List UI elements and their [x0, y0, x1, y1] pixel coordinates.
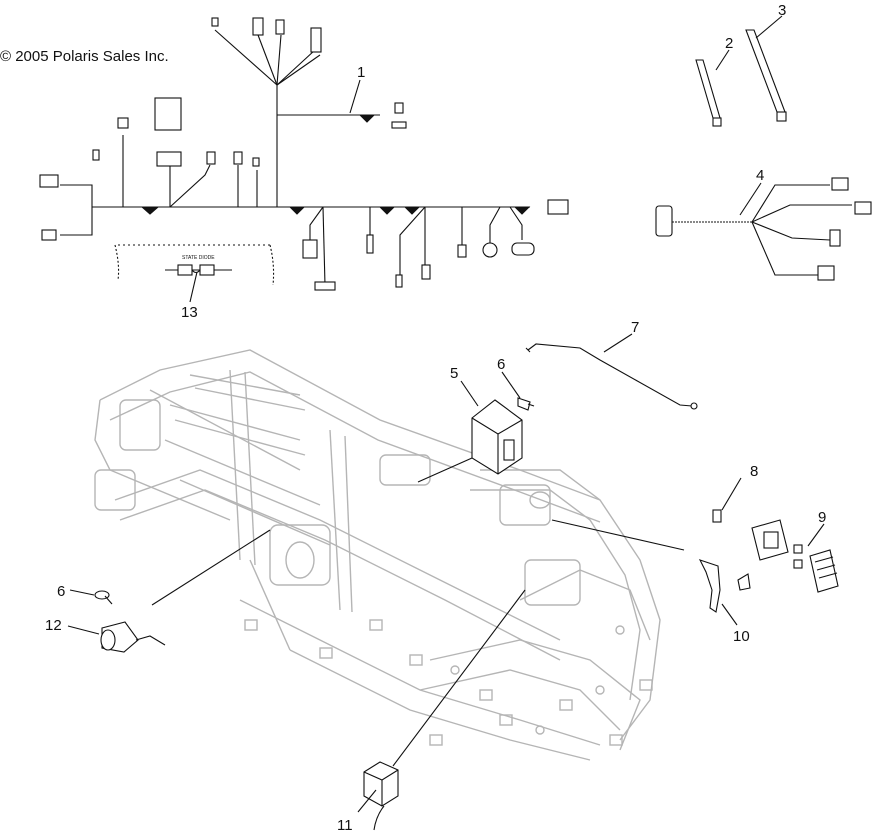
electrical-module: [471, 399, 523, 475]
vehicle-frame: [94, 349, 661, 761]
callout-5: 5: [450, 365, 458, 382]
mounting-bracket: [698, 559, 751, 613]
callout-11: 11: [337, 817, 353, 834]
ecu-module: [751, 519, 839, 593]
relay: [363, 761, 399, 831]
callout-1: 1: [357, 64, 365, 81]
callout-3: 3: [778, 2, 786, 19]
wiring-harness: [39, 17, 569, 291]
callout-6-lower: 6: [57, 583, 65, 600]
callout-6-upper: 6: [497, 356, 505, 373]
callout-12: 12: [45, 617, 62, 634]
leader-lines: [67, 15, 825, 813]
screw-lower: [94, 590, 113, 605]
callout-10: 10: [733, 628, 750, 645]
ignition-coil: [100, 621, 166, 653]
state-diode-label: STATE DIODE: [182, 255, 215, 261]
callout-4: 4: [756, 167, 764, 184]
copyright-notice: © 2005 Polaris Sales Inc.: [0, 48, 169, 65]
sub-harness: [655, 177, 872, 281]
cable-tie-long: [745, 29, 787, 122]
fastener: [712, 509, 722, 523]
screw-upper: [517, 397, 535, 411]
callout-9: 9: [818, 509, 826, 526]
callout-7: 7: [631, 319, 639, 336]
callout-2: 2: [725, 35, 733, 52]
cable-tie-short: [695, 59, 722, 127]
ground-wire: [525, 343, 698, 410]
callout-8: 8: [750, 463, 758, 480]
callout-13: 13: [181, 304, 198, 321]
